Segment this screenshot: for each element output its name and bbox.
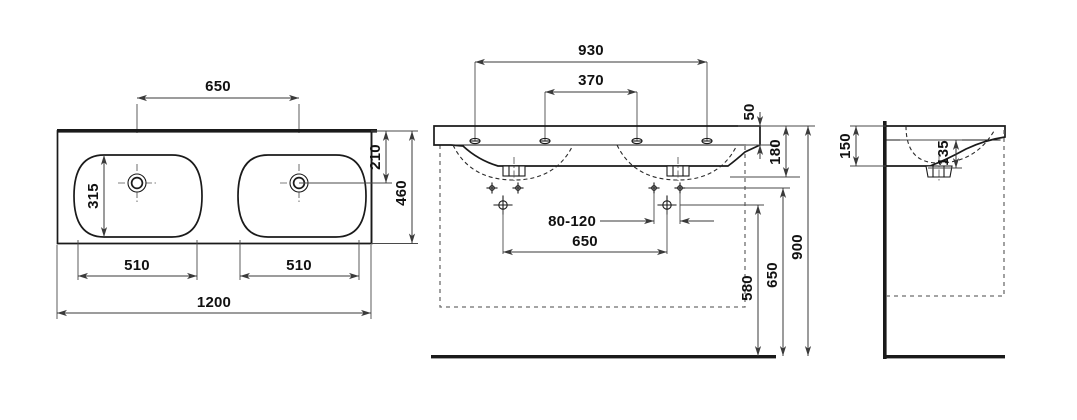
dim-label-front-370: 370	[578, 72, 604, 89]
dim-label-front-650: 650	[572, 233, 598, 250]
dim-label-top-315: 315	[85, 183, 102, 209]
top-view-group: 650 315	[56, 78, 418, 319]
waste-mark-right	[657, 195, 677, 215]
top-view-outline	[56, 130, 373, 245]
dim-label-top-650: 650	[205, 78, 231, 95]
left-bowl-hidden-profile	[452, 144, 574, 181]
front-view-basin-outline	[433, 125, 761, 167]
dim-label-front-80-120: 80-120	[548, 213, 596, 230]
dimension-front-650: 650	[502, 210, 668, 256]
dim-label-front-580: 580	[739, 275, 756, 301]
dimension-front-180: 180	[730, 125, 800, 178]
dimension-top-315: 315	[85, 155, 108, 237]
dim-label-top-510-right: 510	[286, 257, 312, 274]
side-view-wall-line	[883, 121, 887, 359]
dimension-top-460: 460	[371, 130, 418, 244]
dimension-top-210: 210	[299, 130, 392, 184]
supply-mark-3	[648, 182, 660, 194]
supply-connection-marks	[486, 182, 686, 194]
dimension-side-135: 135	[900, 139, 962, 169]
dimension-front-930: 930	[474, 42, 708, 141]
side-view-basin-outline	[885, 125, 1006, 167]
supply-mark-1	[486, 182, 498, 194]
dimension-front-650-vertical: 650	[685, 187, 790, 356]
dimension-front-900: 900	[760, 125, 815, 356]
waste-connection-marks	[493, 195, 677, 215]
side-bowl-hidden-profile	[905, 125, 995, 164]
dimension-front-580: 580	[680, 204, 764, 356]
dim-label-side-150: 150	[837, 133, 854, 159]
dim-label-top-510-left: 510	[124, 257, 150, 274]
left-waste-outlet	[502, 157, 526, 181]
dim-label-front-900: 900	[789, 234, 806, 260]
dim-label-top-460: 460	[393, 180, 410, 206]
dim-label-front-50: 50	[741, 103, 758, 120]
dimension-front-370: 370	[544, 72, 638, 141]
right-bowl-hidden-profile	[616, 144, 738, 181]
side-view-floor-line	[883, 355, 1005, 359]
dim-label-top-1200: 1200	[197, 294, 231, 311]
dim-label-side-135: 135	[935, 140, 952, 166]
dim-label-front-930: 930	[578, 42, 604, 59]
dim-label-front-180: 180	[767, 139, 784, 165]
dimension-top-650: 650	[136, 78, 300, 133]
right-bowl-outline	[237, 154, 367, 238]
dim-label-front-650-vertical: 650	[764, 262, 781, 288]
right-waste-outlet	[666, 157, 690, 181]
top-view-rear-rim	[57, 129, 377, 133]
dim-label-top-210: 210	[367, 144, 384, 170]
dimension-top-510-left: 510	[77, 240, 198, 280]
supply-mark-4	[674, 182, 686, 194]
dimension-top-510-right: 510	[239, 240, 360, 280]
side-view-group: 150 135	[837, 121, 1006, 359]
front-view-group: 930 370	[431, 42, 815, 359]
front-view-floor-line	[431, 355, 776, 359]
supply-mark-2	[512, 182, 524, 194]
dimension-top-1200: 1200	[56, 245, 372, 319]
left-tap-hole	[118, 164, 156, 202]
dimension-front-80-120: 80-120	[548, 193, 714, 230]
left-bowl-outline	[73, 154, 203, 238]
dimension-side-150: 150	[837, 125, 886, 167]
front-tap-holes	[469, 137, 713, 145]
installation-envelope	[439, 145, 746, 308]
